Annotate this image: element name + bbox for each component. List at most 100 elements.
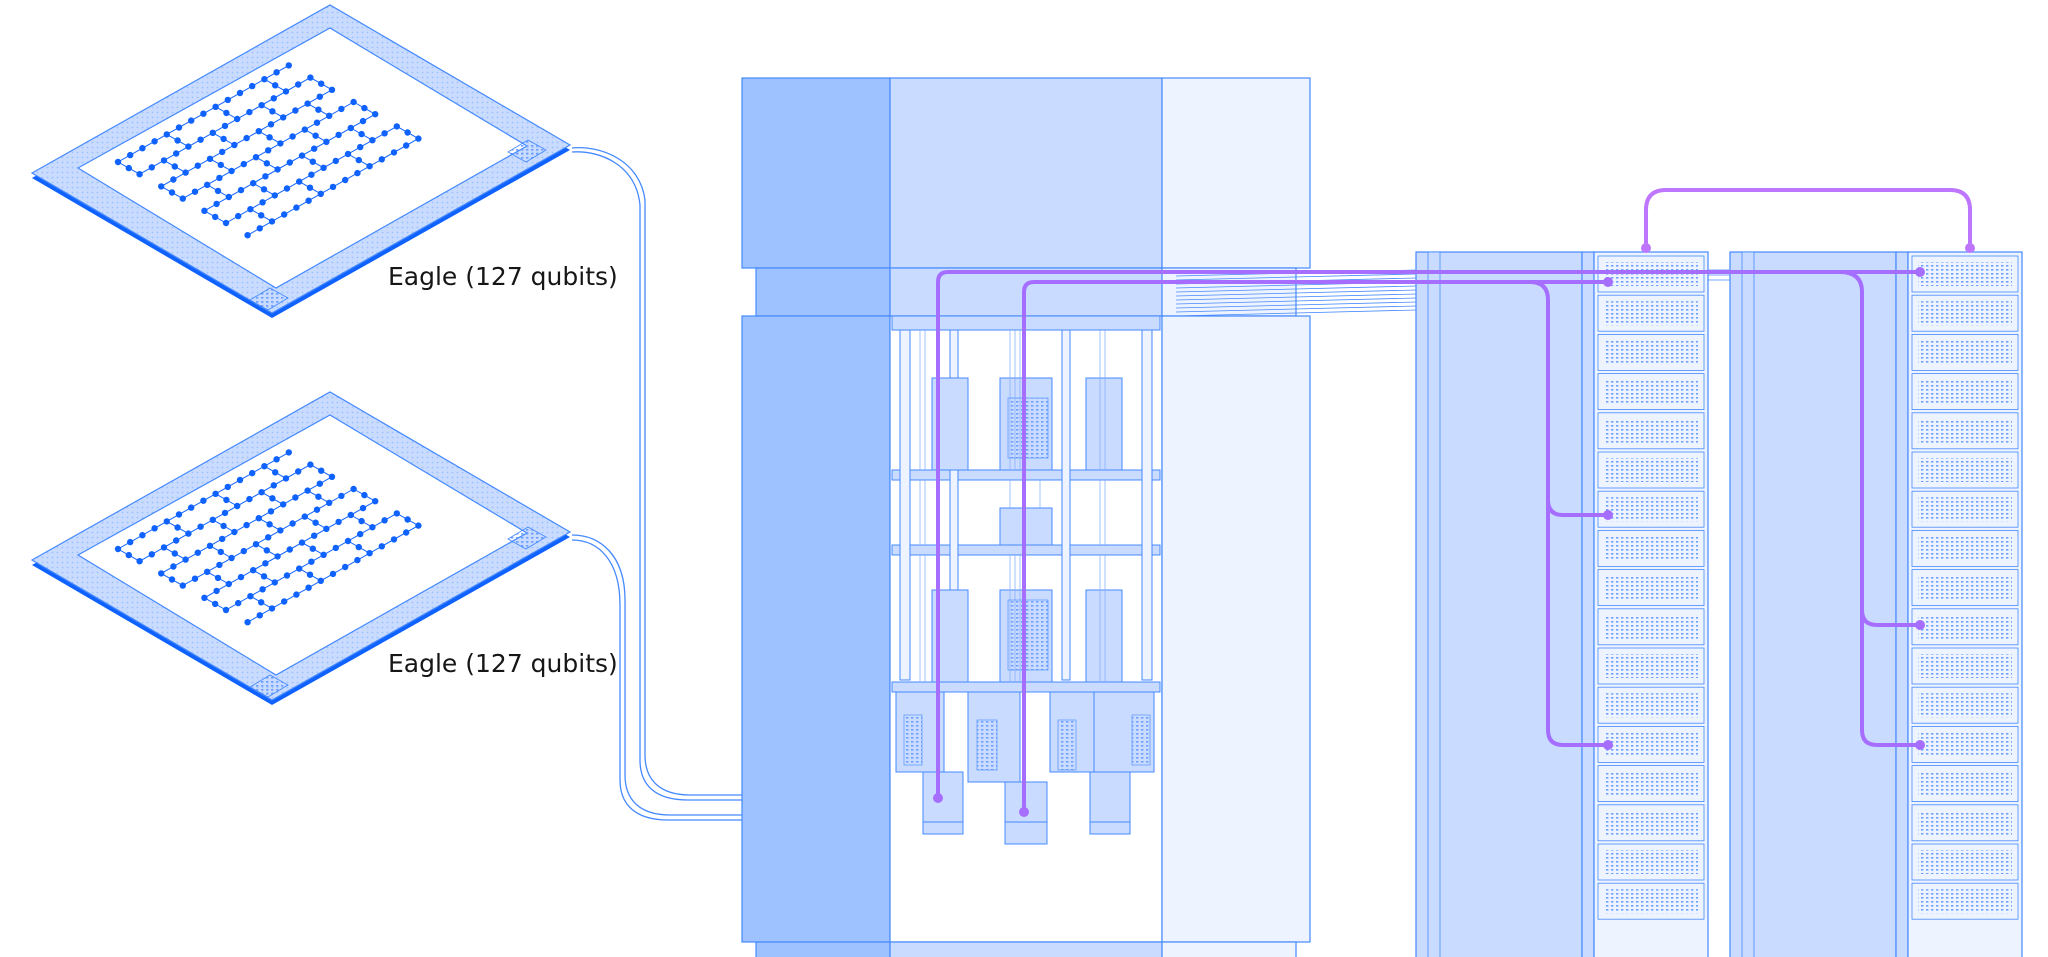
- rack-2-modules: [1911, 255, 2019, 920]
- qubit: [240, 547, 247, 555]
- qubit: [307, 74, 314, 81]
- qubit: [240, 160, 247, 168]
- qubit: [378, 543, 385, 550]
- qubit: [237, 186, 245, 194]
- qubit: [173, 150, 180, 157]
- qubit: [139, 532, 146, 539]
- qubit: [252, 154, 260, 161]
- rack-module-vent: [1604, 693, 1698, 718]
- qubit: [224, 96, 231, 104]
- qubit: [191, 188, 199, 195]
- qubit: [236, 476, 244, 484]
- qubit: [357, 143, 364, 151]
- qubit: [265, 147, 272, 154]
- link-rack1-low: [1546, 498, 1610, 747]
- qubit: [312, 519, 319, 526]
- rack-1-modules: [1597, 255, 1705, 920]
- qubit: [151, 138, 158, 145]
- qubit: [318, 467, 325, 474]
- qubit: [293, 204, 300, 211]
- qubit: [281, 598, 288, 605]
- qubit: [191, 575, 199, 582]
- qubit: [246, 495, 253, 503]
- qubit: [236, 89, 244, 97]
- qubit: [309, 545, 316, 552]
- qubit: [267, 121, 275, 128]
- qubit: [342, 563, 349, 571]
- qubit: [194, 162, 201, 169]
- rack-module-vent: [1918, 340, 2012, 365]
- link-endpoints: [933, 243, 1975, 817]
- qubit: [258, 599, 265, 606]
- fridge-top-right: [1161, 77, 1311, 269]
- rack-module-vent: [1918, 850, 2012, 874]
- qubit: [332, 157, 339, 165]
- qubit: [304, 100, 311, 107]
- qubit: [404, 516, 411, 523]
- qubit: [244, 619, 251, 626]
- qubit: [261, 76, 268, 83]
- rack-module-vent: [1604, 340, 1698, 365]
- qubit: [381, 130, 388, 137]
- qubit: [357, 530, 364, 538]
- qubit: [259, 199, 266, 206]
- qubit: [318, 80, 325, 87]
- rack-module-vent: [1918, 379, 2012, 404]
- qubit: [293, 591, 300, 598]
- control-rack-2: [1729, 251, 2023, 957]
- qubit: [309, 158, 316, 165]
- qubit: [139, 145, 146, 152]
- rack-interconnect: [1644, 188, 1972, 248]
- qubit: [354, 169, 361, 177]
- qubit: [237, 573, 245, 581]
- qubit: [243, 521, 250, 529]
- rack-module-vent: [1918, 497, 2012, 522]
- rack-module-vent: [1604, 458, 1698, 482]
- qubit: [403, 142, 410, 149]
- qubit: [358, 517, 365, 525]
- qubit: [217, 161, 224, 169]
- qubit: [260, 573, 268, 580]
- qubit: [316, 480, 323, 487]
- rack-1-side: [1415, 251, 1583, 957]
- qubit: [258, 102, 265, 109]
- rack-module-vent: [1604, 301, 1698, 326]
- qubit: [313, 119, 321, 126]
- link-fridge-to-rack1: [1022, 280, 1610, 814]
- fridge-body-right: [1161, 315, 1311, 943]
- qubit: [265, 534, 272, 541]
- qubit: [312, 132, 319, 139]
- qubit: [283, 185, 291, 192]
- qubit: [307, 461, 314, 468]
- qubit: [194, 549, 201, 556]
- qubit: [315, 106, 322, 113]
- qubit: [256, 225, 263, 232]
- chip-cables: [571, 146, 930, 821]
- qubit: [188, 504, 195, 511]
- qubit: [174, 137, 181, 144]
- qubit: [170, 176, 177, 183]
- qubit: [256, 612, 263, 619]
- rack-module-vent: [1918, 614, 2012, 639]
- qubit: [273, 69, 280, 76]
- qubit: [200, 497, 207, 504]
- qubit: [315, 493, 322, 500]
- qubit: [263, 160, 270, 167]
- qubit: [188, 117, 195, 124]
- qubit: [171, 550, 178, 557]
- chip-bottom-label: Eagle (127 qubits): [388, 649, 618, 678]
- qubit: [306, 184, 314, 191]
- qubit: [342, 176, 349, 184]
- rack-module-vent: [1604, 889, 1698, 914]
- qubit: [148, 164, 155, 171]
- qubit: [316, 93, 323, 100]
- qubit: [292, 494, 299, 501]
- qubit: [270, 95, 277, 102]
- qubit: [213, 200, 220, 208]
- qubit: [220, 522, 227, 530]
- qubit: [249, 469, 256, 477]
- qubit: [219, 148, 226, 156]
- qubit: [175, 124, 183, 131]
